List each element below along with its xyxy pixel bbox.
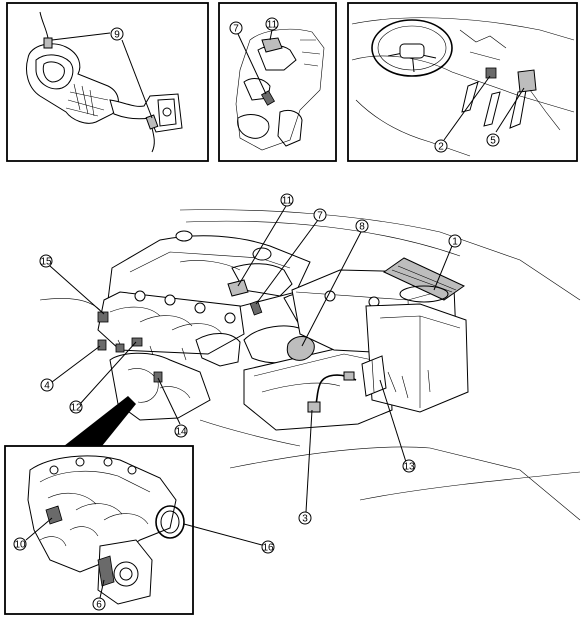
leader-9b [121,39,153,119]
callout-12: 12 [69,400,83,414]
callout-8-label: 8 [359,222,365,233]
leader-9a [51,32,111,41]
callout-11-main: 11 [280,193,294,207]
callout-9: 9 [110,27,124,41]
callout-8: 8 [355,219,369,233]
leader-10 [25,517,53,541]
callout-11-top-label: 11 [267,20,278,31]
callout-13: 13 [402,459,416,473]
leader-6 [99,579,105,599]
leader-8 [301,229,363,347]
leader-7b [255,219,319,305]
panel-intake-detail [4,445,194,615]
callout-10-label: 10 [14,540,26,551]
leader-3 [305,409,313,513]
leader-11a [269,29,273,41]
leader-2 [443,75,491,141]
panel-exhaust-detail [6,2,209,162]
panel-dashboard-detail [347,2,578,162]
callout-1-label: 1 [452,237,458,248]
callout-14-label: 14 [175,427,187,438]
callout-5: 5 [486,133,500,147]
callout-3: 3 [298,511,312,525]
callout-13-label: 13 [403,462,415,473]
callout-10: 10 [13,537,27,551]
callout-4: 4 [40,378,54,392]
leader-14 [157,377,181,425]
leader-7a [237,33,267,95]
leader-5 [495,87,525,133]
leader-4 [51,345,101,383]
callout-7-top-label: 7 [233,24,239,35]
callout-9-label: 9 [114,30,120,41]
leader-15 [49,265,105,315]
callout-3-label: 3 [302,514,308,525]
callout-16-label: 16 [262,543,274,554]
callout-1: 1 [448,234,462,248]
callout-7-main-label: 7 [317,211,323,222]
callout-16: 16 [261,540,275,554]
callout-14: 14 [174,424,188,438]
callout-5-label: 5 [490,136,496,147]
callout-7-top: 7 [229,21,243,35]
callout-4-label: 4 [44,381,50,392]
leader-16 [183,523,263,546]
leader-13 [379,379,407,463]
leader-1 [433,245,453,291]
panel-engine-detail [218,2,337,162]
callout-6-label: 6 [96,600,102,611]
callout-12-label: 12 [70,403,82,414]
callout-2: 2 [434,139,448,153]
callout-6: 6 [92,597,106,611]
callout-11-main-label: 11 [282,196,293,207]
callout-7-main: 7 [313,208,327,222]
callout-2-label: 2 [438,142,444,153]
leader-11b [237,205,287,287]
leader-12 [79,341,137,405]
callout-15: 15 [39,254,53,268]
callout-11-top: 11 [265,17,279,31]
callout-15-label: 15 [40,257,52,268]
